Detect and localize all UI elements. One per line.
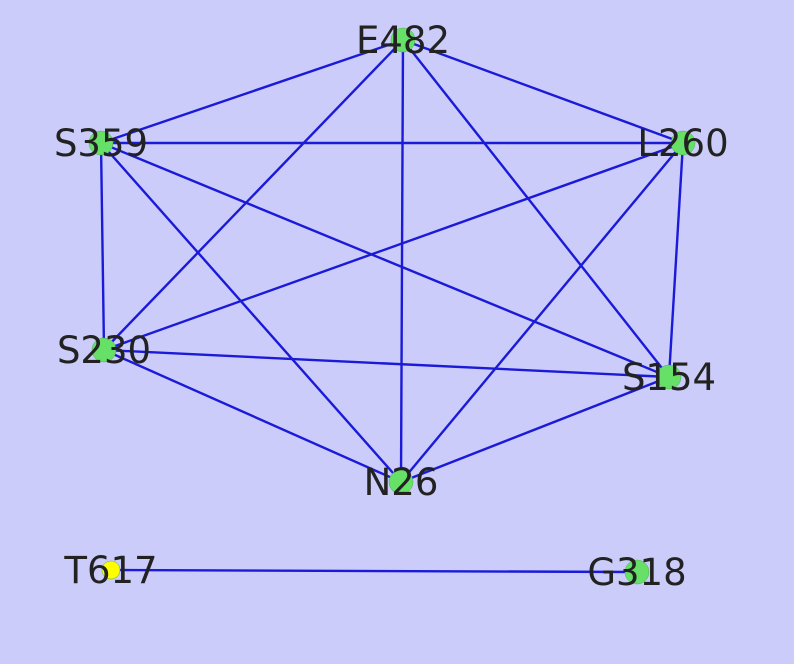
edge-l260-s230 — [103, 141, 684, 352]
edge-e482-s154 — [402, 39, 670, 378]
edge-l260-s154 — [667, 142, 685, 378]
node-s230: S230 — [57, 329, 151, 372]
node-t617: T617 — [63, 549, 157, 592]
node-label-l260: L260 — [637, 122, 728, 165]
node-s154: S154 — [622, 356, 716, 399]
edge-s230-n26 — [103, 348, 402, 484]
node-label-s230: S230 — [57, 329, 151, 372]
node-label-s359: S359 — [54, 122, 148, 165]
node-dot-s359 — [88, 130, 114, 156]
edge-layer — [99, 38, 685, 574]
edge-e482-s230 — [103, 39, 404, 351]
node-label-t617: T617 — [63, 549, 157, 592]
node-label-e482: E482 — [356, 19, 450, 62]
node-dot-e482 — [390, 27, 416, 53]
node-n26: N26 — [364, 461, 439, 504]
node-dot-l260 — [670, 130, 696, 156]
edge-e482-s359 — [100, 38, 404, 145]
node-dot-t617 — [101, 560, 121, 580]
node-s359: S359 — [54, 122, 148, 165]
node-label-s154: S154 — [622, 356, 716, 399]
edge-e482-l260 — [402, 38, 684, 145]
edge-e482-n26 — [399, 39, 405, 483]
edge-s359-s154 — [100, 141, 670, 379]
node-e482: E482 — [356, 19, 450, 62]
edge-l260-n26 — [400, 142, 684, 483]
node-dot-g318 — [624, 559, 650, 585]
node-dot-s154 — [656, 364, 682, 390]
node-dot-s230 — [91, 337, 117, 363]
edge-s230-s154 — [103, 348, 670, 379]
node-label-g318: G318 — [587, 551, 686, 594]
edge-s359-n26 — [100, 142, 402, 483]
edge-s359-s230 — [99, 142, 106, 351]
node-label-n26: N26 — [364, 461, 439, 504]
node-g318: G318 — [587, 551, 686, 594]
edge-t617-g318 — [110, 568, 638, 574]
node-l260: L260 — [637, 122, 728, 165]
edge-s154-n26 — [400, 375, 670, 484]
node-dot-n26 — [388, 469, 414, 495]
